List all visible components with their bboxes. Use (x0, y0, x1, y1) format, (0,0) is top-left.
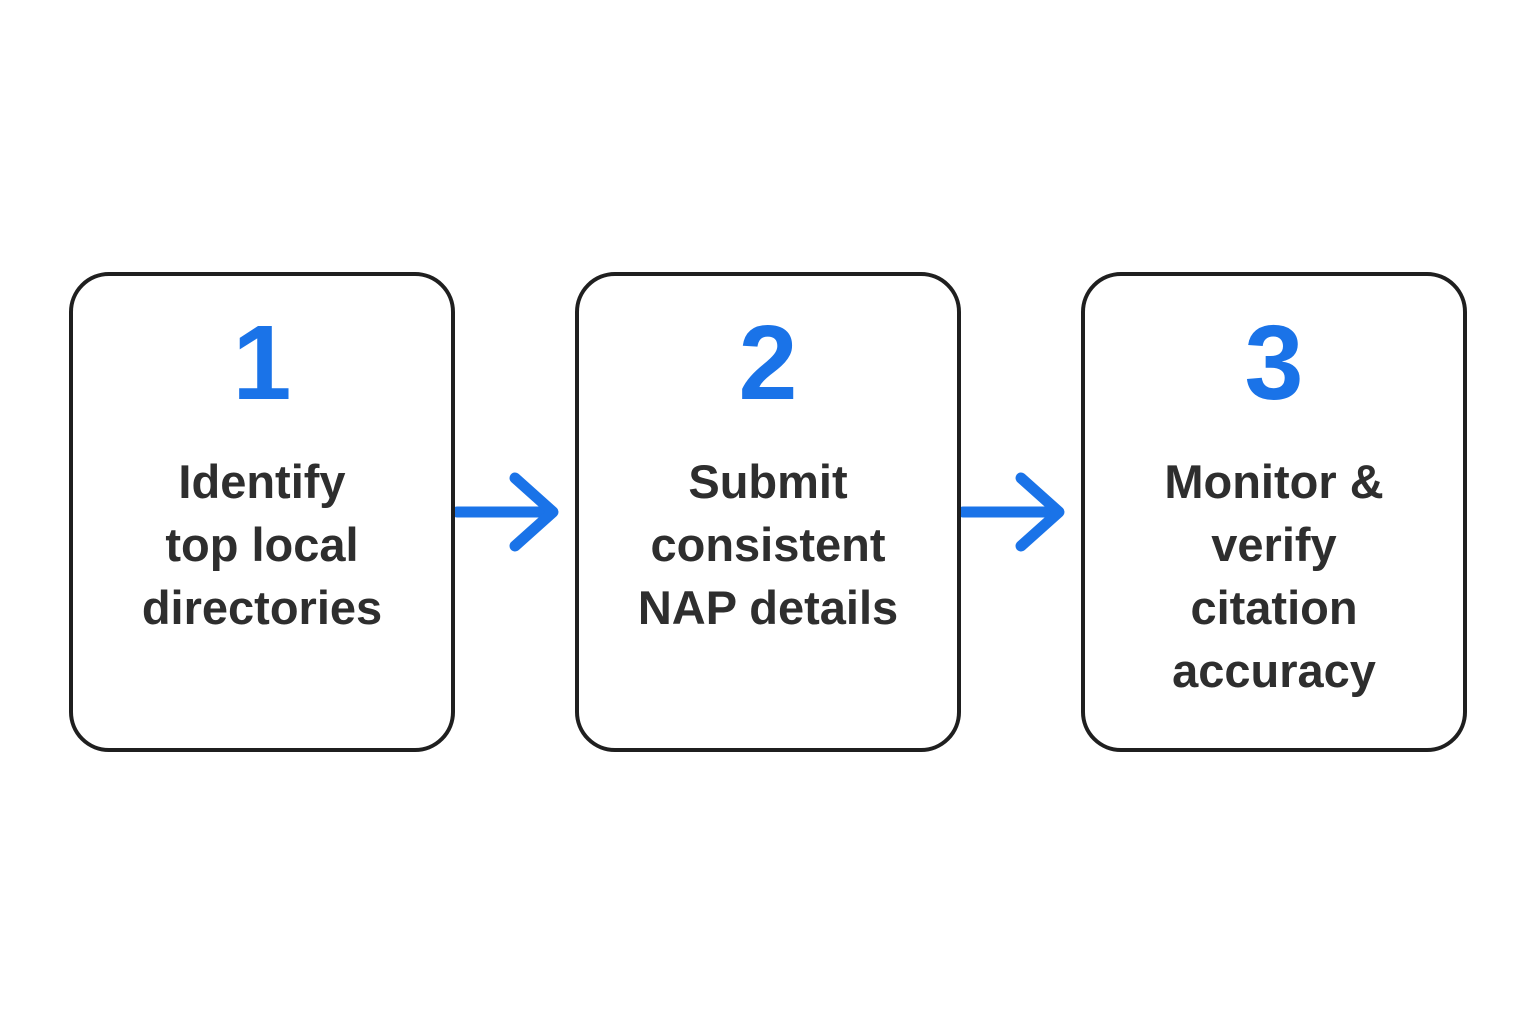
step-2-label: Submit consistent NAP details (637, 455, 899, 634)
step-2-number: 2 (738, 304, 798, 422)
process-flow-diagram: 1 Identify top local directories 2 Submi… (69, 272, 1467, 752)
step-card-1: 1 Identify top local directories (69, 272, 455, 752)
step-1-number: 1 (232, 304, 292, 422)
step-3-label: Monitor & verify citation accuracy (1164, 455, 1384, 697)
step-1-label: Identify top local directories (141, 455, 383, 634)
arrow-right-icon (961, 464, 1081, 560)
step-card-2: 2 Submit consistent NAP details (575, 272, 961, 752)
arrow-right-icon (455, 464, 575, 560)
step-card-3: 3 Monitor & verify citation accuracy (1081, 272, 1467, 752)
arrow-right-svg (455, 472, 559, 552)
step-3-number: 3 (1244, 304, 1304, 422)
arrow-right-svg (961, 472, 1065, 552)
